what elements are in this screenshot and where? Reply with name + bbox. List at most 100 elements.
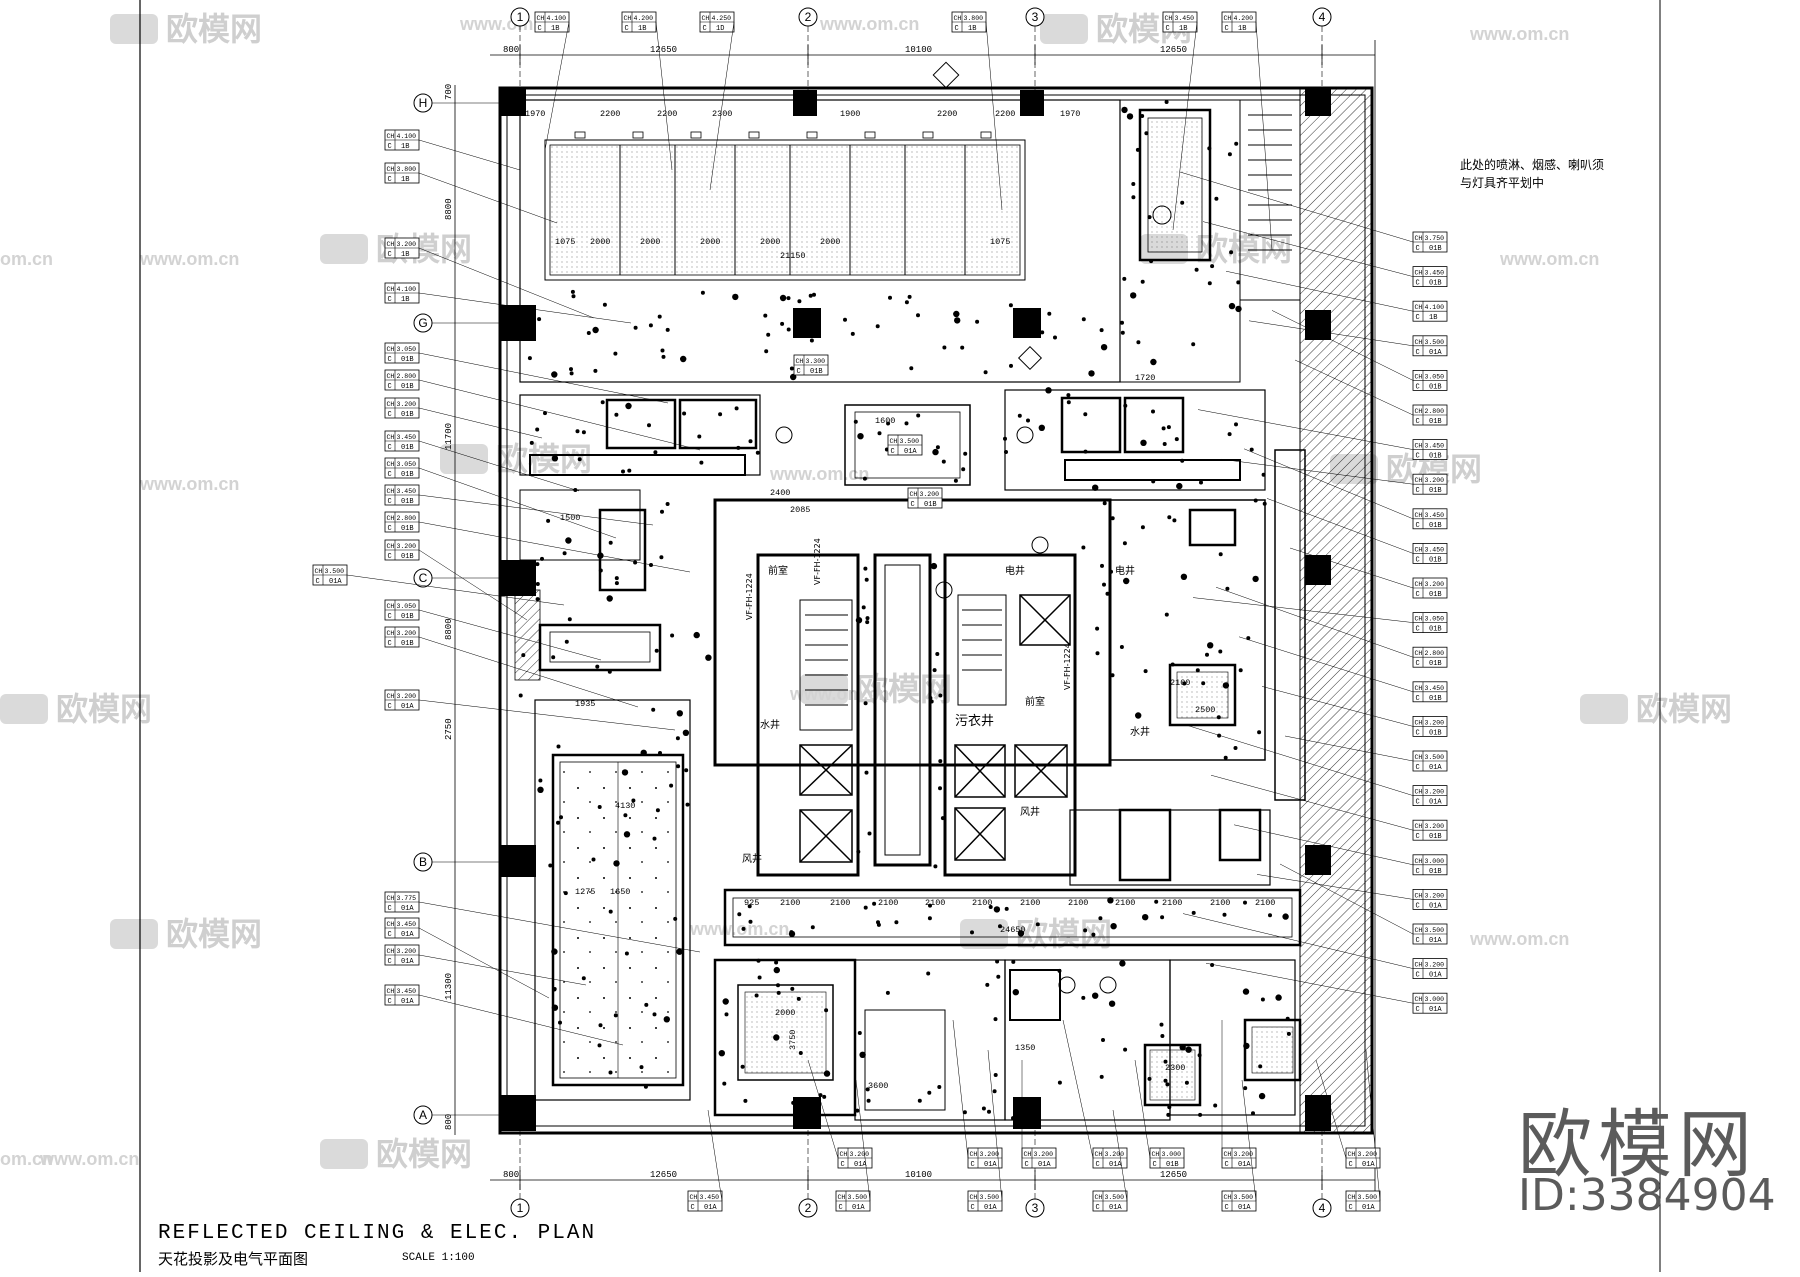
downlight-fixture <box>1275 994 1282 1001</box>
downlight-fixture <box>1012 989 1019 996</box>
downlight-fixture <box>1122 541 1127 546</box>
svg-text:CH: CH <box>1415 685 1423 692</box>
svg-text:C: C <box>703 25 707 33</box>
svg-text:1075: 1075 <box>990 237 1010 247</box>
svg-text:3.300: 3.300 <box>806 358 826 365</box>
downlight-fixture <box>776 983 780 988</box>
svg-text:3600: 3600 <box>868 1081 888 1091</box>
downlight-fixture <box>608 909 613 914</box>
downlight-fixture <box>1066 393 1071 398</box>
svg-text:3.200: 3.200 <box>397 693 417 700</box>
svg-text:C: C <box>1416 591 1420 599</box>
svg-text:01B: 01B <box>1429 556 1442 564</box>
downlight-fixture <box>1098 916 1103 921</box>
downlight-fixture <box>866 1098 871 1103</box>
svg-text:CH: CH <box>1415 719 1423 726</box>
svg-text:C: C <box>388 703 392 711</box>
svg-text:C: C <box>1349 1204 1353 1212</box>
svg-text:12650: 12650 <box>1160 1170 1187 1180</box>
svg-text:3.500: 3.500 <box>1234 1194 1254 1201</box>
downlight-fixture <box>591 857 596 862</box>
svg-text:CH: CH <box>970 1194 978 1201</box>
downlight-fixture <box>1102 582 1106 587</box>
downlight-fixture <box>521 653 526 658</box>
svg-text:3.200: 3.200 <box>1234 1151 1254 1158</box>
svg-text:01B: 01B <box>1429 868 1442 876</box>
downlight-fixture <box>1004 450 1008 454</box>
svg-text:VF-FH-1224: VF-FH-1224 <box>813 538 822 585</box>
svg-text:1: 1 <box>517 1201 524 1215</box>
watermark-logo: 欧模网 <box>800 670 952 708</box>
svg-text:2300: 2300 <box>1165 1063 1185 1073</box>
svg-text:3.200: 3.200 <box>920 491 940 498</box>
svg-text:2000: 2000 <box>700 237 720 247</box>
svg-text:4.100: 4.100 <box>1425 304 1445 311</box>
svg-text:C: C <box>388 958 392 966</box>
svg-text:3: 3 <box>1032 1201 1039 1215</box>
downlight-fixture <box>1135 147 1140 152</box>
svg-text:01A: 01A <box>401 931 414 939</box>
downlight-fixture <box>1210 264 1215 269</box>
downlight-fixture <box>1238 668 1243 673</box>
downlight-fixture <box>621 769 629 776</box>
spot-fixture <box>748 131 760 139</box>
downlight-fixture <box>1172 518 1177 523</box>
downlight-fixture <box>548 863 553 868</box>
downlight-fixture <box>1144 131 1149 136</box>
dimension-lines <box>454 40 1376 1195</box>
downlight-fixture <box>1213 1103 1218 1108</box>
downlight-fixture <box>779 294 787 302</box>
downlight-fixture <box>1160 915 1165 920</box>
svg-text:2100: 2100 <box>925 898 945 908</box>
downlight-fixture <box>932 668 937 673</box>
downlight-fixture <box>856 849 861 854</box>
downlight-fixture <box>546 518 551 523</box>
svg-text:3.200: 3.200 <box>1105 1151 1125 1158</box>
svg-text:01B: 01B <box>1429 522 1442 530</box>
downlight-fixture <box>571 294 576 299</box>
svg-text:CH: CH <box>387 434 395 441</box>
downlight-fixture <box>938 693 943 698</box>
downlight-fixture <box>756 958 761 963</box>
downlight-fixture <box>654 648 659 653</box>
svg-text:4.100: 4.100 <box>397 286 417 293</box>
downlight-fixture <box>766 332 771 337</box>
watermark-url: www.om.cn <box>39 1149 139 1169</box>
svg-text:1900: 1900 <box>840 109 860 119</box>
svg-text:12650: 12650 <box>650 1170 677 1180</box>
svg-text:CH: CH <box>624 15 632 22</box>
downlight-fixture <box>904 421 909 426</box>
downlight-fixture <box>1140 279 1145 284</box>
svg-text:CH: CH <box>1348 1151 1356 1158</box>
svg-text:C: C <box>388 296 392 304</box>
downlight-fixture <box>862 476 867 481</box>
svg-text:1935: 1935 <box>575 699 595 709</box>
downlight-fixture <box>927 916 932 921</box>
svg-text:4: 4 <box>1319 10 1326 24</box>
downlight-fixture <box>564 639 569 644</box>
downlight-fixture <box>1110 673 1115 678</box>
downlight-fixture <box>954 317 961 324</box>
svg-text:1B: 1B <box>1429 314 1437 322</box>
downlight-fixture <box>1123 1047 1128 1052</box>
svg-text:2.800: 2.800 <box>397 373 417 380</box>
downlight-fixture <box>812 292 816 297</box>
downlight-fixture <box>651 707 656 712</box>
downlight-fixture <box>644 1002 649 1007</box>
downlight-fixture <box>614 412 619 417</box>
downlight-fixture <box>1225 586 1230 591</box>
downlight-fixture <box>975 319 980 324</box>
downlight-fixture <box>1207 146 1212 151</box>
svg-text:C: C <box>1416 729 1420 737</box>
svg-text:4.200: 4.200 <box>1234 15 1254 22</box>
svg-text:C: C <box>388 613 392 621</box>
downlight-fixture <box>1216 715 1221 720</box>
svg-text:C: C <box>388 176 392 184</box>
